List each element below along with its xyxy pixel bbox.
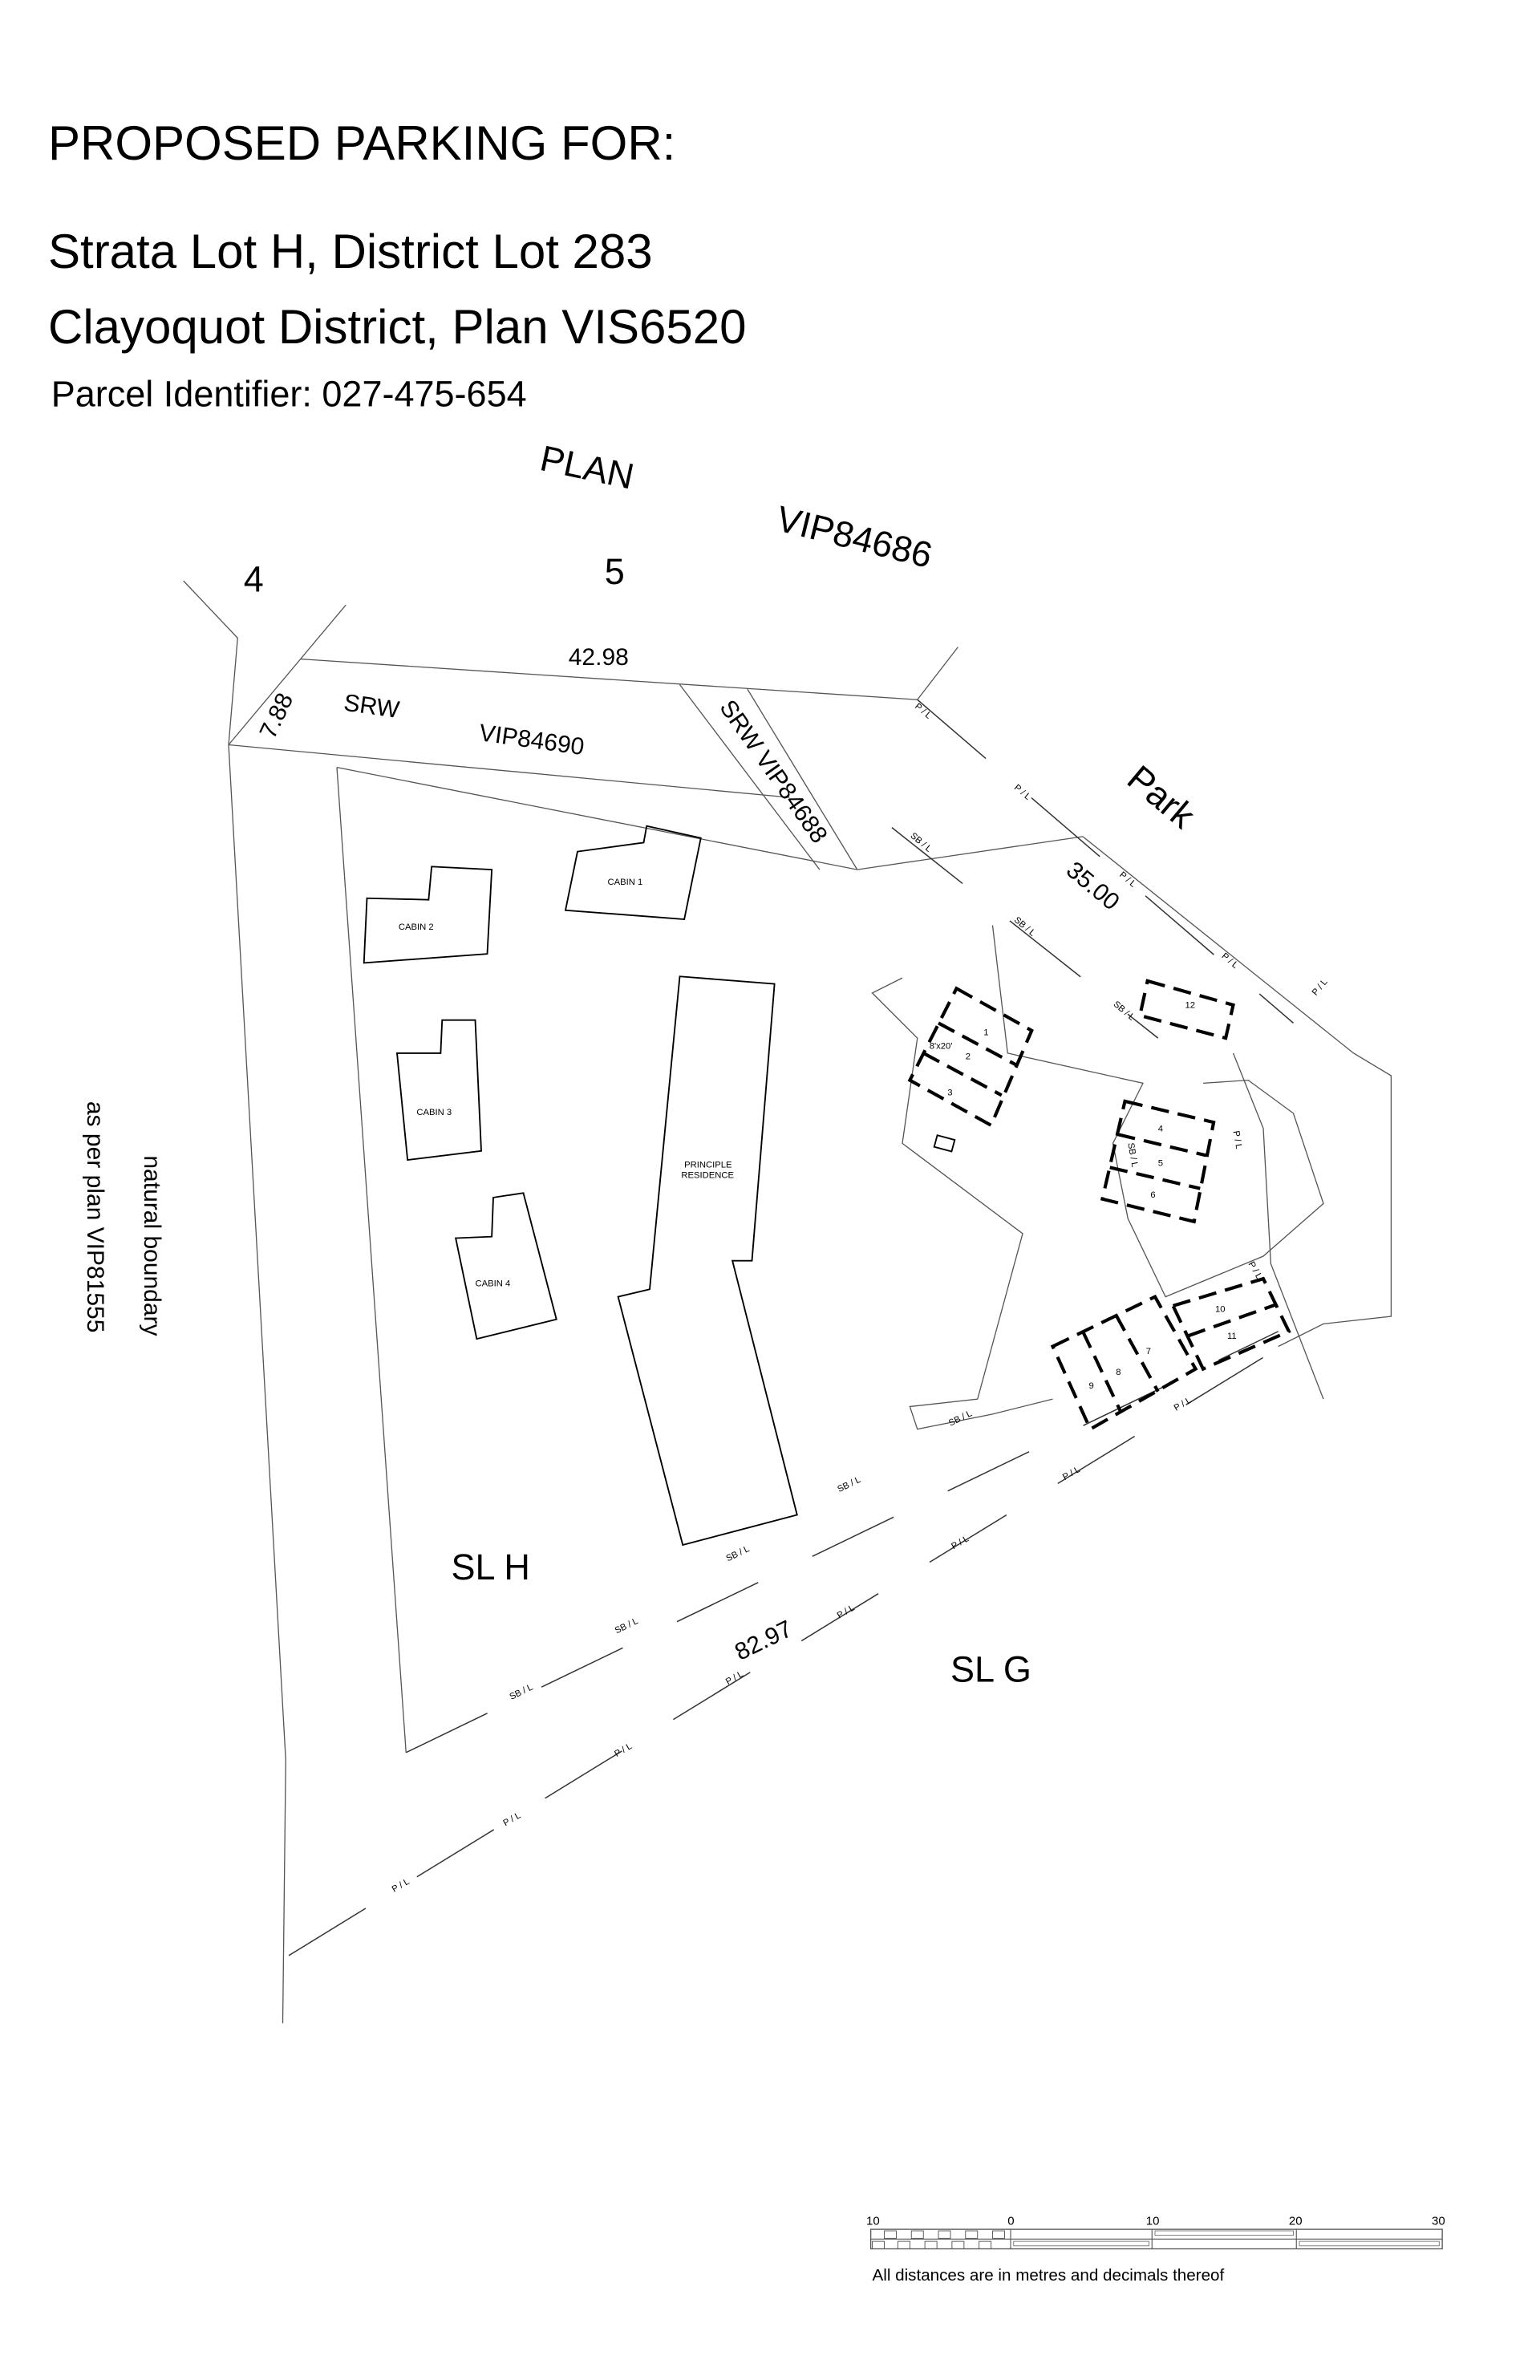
pl-label: P / L	[913, 702, 933, 721]
stall-7-label: 7	[1146, 1347, 1151, 1356]
legal-description-line1: Strata Lot H, District Lot 283	[48, 225, 653, 278]
parking-stalls-4-6	[1100, 1099, 1216, 1224]
stall-divider	[1114, 1314, 1160, 1393]
natural-boundary-plan-label: as per plan VIP81555	[82, 1101, 108, 1333]
stall-10-label: 10	[1215, 1304, 1226, 1314]
sl-g-label: SL G	[950, 1649, 1031, 1690]
boundary-lines	[183, 580, 1392, 2024]
cabin-3-label: CABIN 3	[416, 1108, 452, 1117]
srw-plan-label: VIP84690	[477, 720, 586, 760]
lot-4-label: 4	[244, 558, 264, 599]
plan-number-label: VIP84686	[772, 498, 936, 576]
parking-stalls-10-11	[1170, 1276, 1291, 1372]
pl-label: P / L	[1173, 1396, 1194, 1413]
sbl-label: SB / L	[614, 1616, 640, 1636]
dimension-bottom: 82.97	[731, 1616, 796, 1666]
small-structure	[933, 1134, 956, 1153]
scale-tick-label: 30	[1432, 2215, 1445, 2228]
dimension-park: 35.00	[1061, 857, 1125, 916]
pl-label: P / L	[1061, 1465, 1082, 1482]
stall-6-label: 6	[1150, 1190, 1155, 1200]
scale-tick-label: 10	[866, 2215, 880, 2228]
lot-5-label: 5	[605, 551, 625, 592]
cabin-2-label: CABIN 2	[399, 922, 434, 932]
dimension-left: 7.88	[255, 689, 299, 743]
parking-stalls-1-3	[907, 986, 1034, 1128]
sbl-label: SB / L	[725, 1544, 752, 1563]
stall-divider	[1081, 1330, 1122, 1413]
pl-label: P / L	[1231, 1130, 1244, 1150]
pl-label: P / L	[950, 1534, 971, 1551]
stall-5-label: 5	[1158, 1159, 1163, 1169]
cabin-4	[454, 1192, 557, 1340]
pl-label: P / L	[1220, 951, 1240, 971]
plan-label: PLAN	[537, 437, 638, 497]
sbl-label: SB / L	[1125, 1142, 1139, 1168]
cabin-2	[363, 866, 493, 964]
residence-label: RESIDENCE	[681, 1171, 734, 1181]
pl-label: P / L	[613, 1741, 634, 1759]
stall-size-label: 8'x20'	[930, 1041, 953, 1051]
stall-divider	[922, 1052, 1003, 1097]
pl-label: P / L	[502, 1810, 523, 1828]
stall-8-label: 8	[1116, 1368, 1121, 1377]
plan-title: PROPOSED PARKING FOR:	[48, 116, 675, 170]
stall-3-label: 3	[947, 1088, 952, 1097]
stall-divider	[1109, 1166, 1201, 1190]
pl-label: P / L	[391, 1877, 411, 1895]
srw2-label: SRW VIP84688	[715, 695, 833, 849]
stall-divider	[1116, 1133, 1207, 1158]
legal-description-line2: Clayoquot District, Plan VIS6520	[48, 300, 746, 354]
stall-12-label: 12	[1185, 1001, 1196, 1011]
stall-1-label: 1	[983, 1028, 988, 1037]
scale-tick-label: 0	[1007, 2215, 1014, 2228]
scale-tick-label: 20	[1289, 2215, 1303, 2228]
stall-2-label: 2	[966, 1052, 971, 1061]
sbl-label: SB / L	[1112, 999, 1137, 1023]
cabin-1-label: CABIN 1	[608, 878, 643, 887]
pl-label: P / L	[836, 1604, 857, 1621]
pl-label: P / L	[1311, 977, 1330, 997]
srw-label: SRW	[342, 690, 402, 724]
scale-note: All distances are in metres and decimals…	[873, 2266, 1225, 2285]
stall-4-label: 4	[1158, 1124, 1163, 1133]
scale-tick-label: 10	[1146, 2215, 1160, 2228]
scale-bar	[869, 2228, 1443, 2250]
cabin-1	[564, 825, 702, 920]
parcel-identifier: Parcel Identifier: 027-475-654	[51, 374, 527, 415]
sbl-label: SB / L	[1012, 915, 1037, 939]
parking-stalls-7-9	[1050, 1294, 1198, 1432]
pl-label: P / L	[1117, 870, 1137, 890]
sbl-label: SB / L	[836, 1475, 862, 1494]
residence-label: PRINCIPLE	[684, 1160, 732, 1170]
sl-h-label: SL H	[452, 1547, 530, 1587]
stall-9-label: 9	[1089, 1381, 1094, 1391]
sbl-label: SB / L	[509, 1683, 535, 1702]
cabin-4-label: CABIN 4	[476, 1279, 511, 1289]
stall-divider	[938, 1021, 1018, 1067]
cabin-3	[395, 1019, 482, 1162]
pl-label: P / L	[1012, 783, 1032, 802]
parking-stall-12	[1137, 979, 1235, 1040]
pl-label: P / L	[724, 1669, 745, 1687]
park-label: Park	[1120, 757, 1203, 837]
dimension-top: 42.98	[569, 644, 629, 671]
stall-11-label: 11	[1227, 1332, 1237, 1341]
stall-divider	[1187, 1303, 1278, 1338]
sbl-label: SB / L	[947, 1409, 974, 1428]
natural-boundary-label: natural boundary	[139, 1155, 165, 1336]
principle-residence	[617, 975, 798, 1547]
